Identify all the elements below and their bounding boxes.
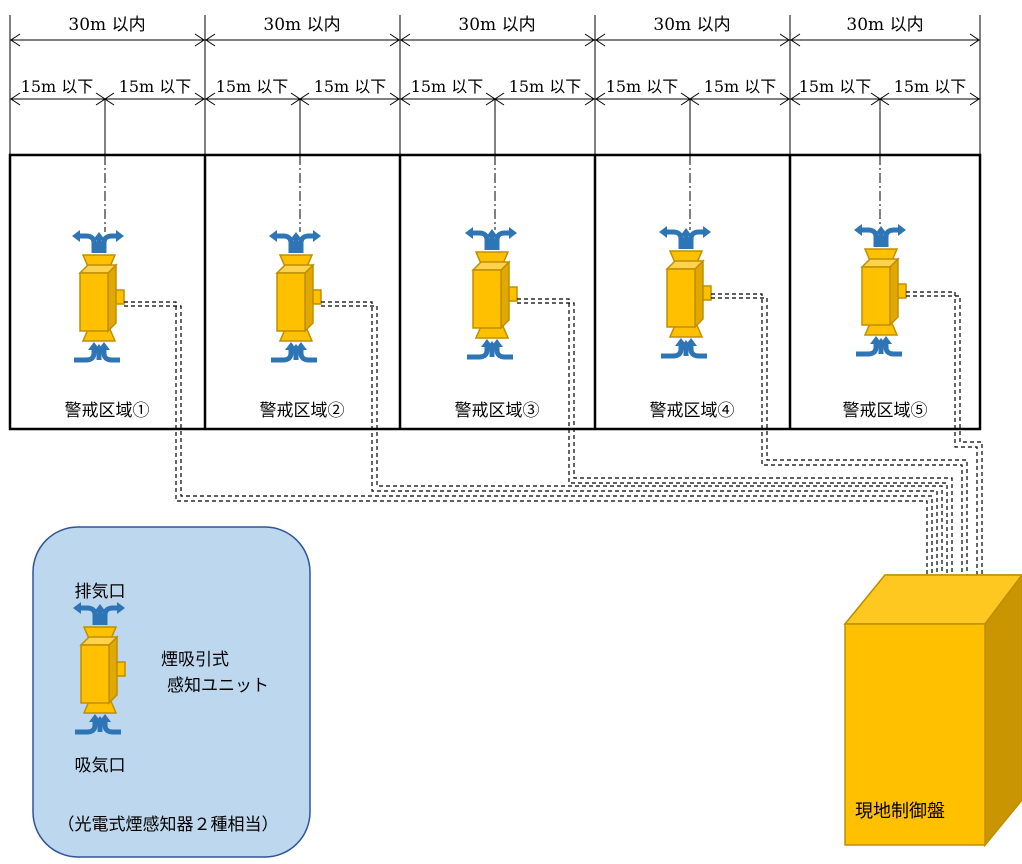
legend-equivalent-note: （光電式煙感知器２種相当）	[58, 815, 279, 835]
dim-15m-label: 15m 以下	[21, 77, 94, 96]
legend-intake-label: 吸気口	[75, 756, 126, 776]
legend-exhaust-label: 排気口	[75, 582, 126, 602]
detector-unit-zone-3	[465, 227, 517, 357]
detector-unit-zone-5	[854, 224, 906, 354]
dim-15m-label: 15m 以下	[704, 77, 777, 96]
zone-center-lines	[104, 155, 881, 232]
dimension-extension-lines	[9, 15, 981, 155]
dim-15m-label: 15m 以下	[314, 77, 387, 96]
dimension-15m-lines	[10, 92, 980, 155]
dimension-15m-labels: 15m 以下 15m 以下 15m 以下 15m 以下 15m 以下 15m 以…	[21, 77, 967, 96]
panel-label: 現地制御盤	[855, 801, 945, 822]
zone-label-2: 警戒区域②	[260, 401, 345, 421]
dim-15m-label: 15m 以下	[799, 77, 872, 96]
dim-15m-label: 15m 以下	[216, 77, 289, 96]
dim-30m-label-5: 30m 以内	[846, 15, 923, 35]
detector-unit-zone-1	[72, 230, 124, 360]
detector-unit-zone-2	[269, 230, 321, 360]
legend-box: 排気口 煙吸引式 感知ユニット 吸気口 （光電式煙感知器２種相当）	[32, 526, 311, 858]
legend-unit-label-line1: 煙吸引式	[161, 650, 229, 670]
zone-label-3: 警戒区域③	[455, 401, 540, 421]
dim-15m-label: 15m 以下	[411, 77, 484, 96]
dim-15m-label: 15m 以下	[894, 77, 967, 96]
dim-15m-label: 15m 以下	[509, 77, 582, 96]
zone-label-4: 警戒区域④	[650, 401, 735, 421]
dim-30m-label-4: 30m 以内	[653, 15, 730, 35]
zone-label-5: 警戒区域⑤	[843, 401, 928, 421]
detector-unit-zone-4	[659, 226, 711, 356]
dimension-30m-labels: 30m 以内 30m 以内 30m 以内 30m 以内 30m 以内	[68, 15, 923, 35]
dim-30m-label-1: 30m 以内	[68, 15, 145, 35]
dim-30m-label-2: 30m 以内	[263, 15, 340, 35]
dimension-30m-lines	[10, 33, 980, 47]
dim-15m-label: 15m 以下	[119, 77, 192, 96]
zone-label-1: 警戒区域①	[65, 401, 150, 421]
legend-unit-label-line2: 感知ユニット	[167, 676, 269, 696]
local-control-panel: 現地制御盤	[843, 573, 1022, 848]
signal-wiring	[124, 291, 983, 598]
dim-15m-label: 15m 以下	[606, 77, 679, 96]
dim-30m-label-3: 30m 以内	[458, 15, 535, 35]
